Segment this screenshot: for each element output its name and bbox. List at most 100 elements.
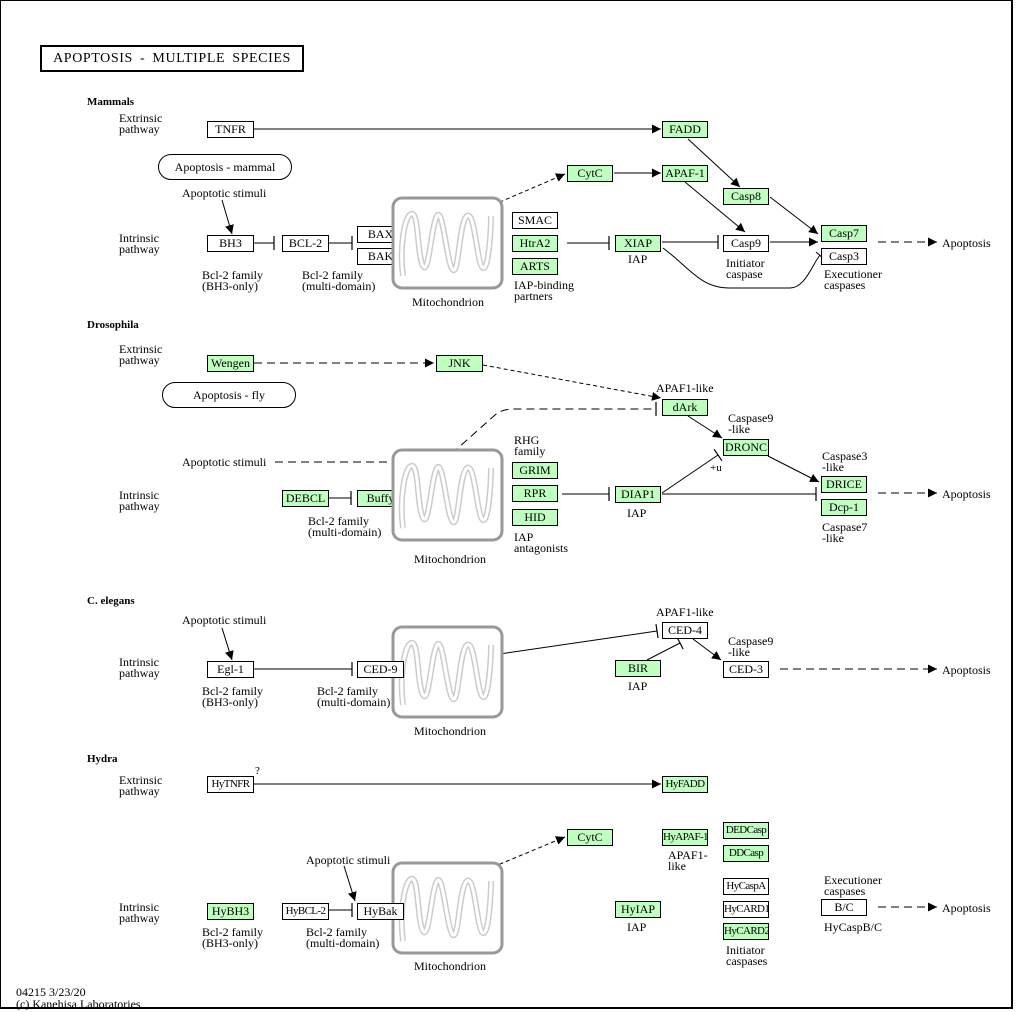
node-hyiap[interactable]: HyIAP bbox=[615, 901, 661, 918]
section-title-mammals: Mammals bbox=[87, 96, 135, 108]
node-cytc-hydra[interactable]: CytC bbox=[567, 829, 613, 846]
edge-fadd-casp8 bbox=[687, 138, 741, 188]
edge-bir-ced4 bbox=[646, 636, 684, 661]
node-hybcl2[interactable]: HyBCL-2 bbox=[282, 903, 329, 920]
node-debcl[interactable]: DEBCL bbox=[282, 490, 329, 507]
iap-label: IAP bbox=[627, 506, 647, 520]
node-dcp1[interactable]: Dcp-1 bbox=[821, 499, 867, 516]
caspase9-like-label: Caspase9 -like bbox=[728, 411, 774, 436]
iap-label: IAP bbox=[627, 920, 647, 934]
node-ddcasp[interactable]: DDCasp bbox=[723, 845, 769, 862]
extrinsic-pathway-label: Extrinsic pathway bbox=[119, 773, 163, 798]
node-hyfadd[interactable]: HyFADD bbox=[662, 776, 708, 793]
edge-stimuli-bh3 bbox=[221, 199, 234, 235]
node-smac[interactable]: SMAC bbox=[512, 212, 558, 229]
bcl2-multidomain-family-label: Bcl-2 family (multi-domain) bbox=[308, 514, 382, 539]
executioner-caspases-label: Executioner caspases bbox=[824, 873, 882, 898]
caspase9-like-label: Caspase9 -like bbox=[728, 634, 774, 659]
node-dedcasp[interactable]: DEDCasp bbox=[723, 822, 769, 839]
map-link-apoptosis-fly[interactable]: Apoptosis - fly bbox=[162, 382, 296, 408]
iap-binding-partners-label: IAP-binding partners bbox=[514, 278, 574, 303]
ubiquitination-label: +u bbox=[710, 462, 722, 474]
apaf1-like-label: APAF1-like bbox=[656, 381, 714, 395]
hycaspbc-label: HyCaspB/C bbox=[824, 920, 883, 934]
extrinsic-pathway-label: Extrinsic pathway bbox=[119, 342, 163, 367]
edge-jnk-dark bbox=[482, 364, 662, 401]
node-jnk[interactable]: JNK bbox=[436, 355, 483, 372]
node-diap1[interactable]: DIAP1 bbox=[615, 486, 661, 503]
node-hybak-overlay[interactable]: HyBak bbox=[357, 903, 404, 920]
node-bir[interactable]: BIR bbox=[615, 660, 661, 677]
node-hytnfr[interactable]: HyTNFR bbox=[207, 776, 254, 793]
apoptotic-stimuli-label: Apoptotic stimuli bbox=[306, 853, 391, 867]
section-title-celegans: C. elegans bbox=[87, 595, 135, 607]
node-hid[interactable]: HID bbox=[512, 509, 558, 526]
footer-credit: 04215 3/23/20 (c) Kanehisa Laboratories bbox=[16, 985, 141, 1011]
edge-buffy-dark bbox=[402, 402, 657, 498]
node-xiap[interactable]: XIAP bbox=[615, 235, 661, 252]
section-title-hydra: Hydra bbox=[87, 753, 118, 765]
iap-label: IAP bbox=[628, 252, 648, 266]
node-cytc[interactable]: CytC bbox=[567, 165, 613, 182]
node-dronc[interactable]: DRONC bbox=[723, 439, 769, 456]
node-hyapaf1[interactable]: HyAPAF-1 bbox=[662, 829, 708, 846]
node-hycard1[interactable]: HyCARD1 bbox=[723, 901, 769, 918]
node-hybh3[interactable]: HyBH3 bbox=[207, 903, 254, 920]
initiator-caspase-label: Initiator caspase bbox=[726, 256, 765, 281]
node-apaf1[interactable]: APAF-1 bbox=[662, 165, 708, 182]
node-arts[interactable]: ARTS bbox=[512, 258, 558, 275]
node-egl1[interactable]: Egl-1 bbox=[207, 661, 254, 678]
extrinsic-pathway-label: Extrinsic pathway bbox=[119, 111, 163, 136]
node-bc[interactable]: B/C bbox=[821, 899, 867, 916]
node-tnfr[interactable]: TNFR bbox=[207, 121, 254, 138]
caspase7-like-label: Caspase7 -like bbox=[822, 520, 868, 545]
intrinsic-pathway-label: Intrinsic pathway bbox=[119, 655, 160, 680]
node-hycard2[interactable]: HyCARD2 bbox=[723, 923, 769, 940]
apaf1-like-label: APAF1-like bbox=[656, 605, 714, 619]
node-ced3[interactable]: CED-3 bbox=[723, 661, 769, 678]
bcl2-bh3-family-label: Bcl-2 family (BH3-only) bbox=[202, 268, 263, 293]
mitochondrion-label: Mitochondrion bbox=[414, 959, 486, 973]
bcl2-bh3-family-label: Bcl-2 family (BH3-only) bbox=[202, 684, 263, 709]
edge-dark-dronc bbox=[687, 415, 723, 439]
node-dark[interactable]: dArk bbox=[662, 399, 708, 416]
node-bh3[interactable]: BH3 bbox=[207, 235, 254, 252]
node-fadd[interactable]: FADD bbox=[662, 121, 708, 138]
edge-apaf1-casp9 bbox=[684, 181, 746, 233]
edge-xiap-casp3 bbox=[662, 247, 821, 289]
edge-stimuli-hybak bbox=[343, 865, 357, 902]
mitochondrion-label: Mitochondrion bbox=[414, 724, 486, 738]
node-casp9[interactable]: Casp9 bbox=[723, 235, 769, 252]
node-casp3[interactable]: Casp3 bbox=[821, 248, 867, 265]
node-htra2[interactable]: HtrA2 bbox=[512, 235, 558, 252]
node-hycaspa[interactable]: HyCaspA bbox=[723, 878, 769, 895]
node-casp7[interactable]: Casp7 bbox=[821, 225, 867, 242]
intrinsic-pathway-label: Intrinsic pathway bbox=[119, 900, 160, 925]
bcl2-multidomain-family-label: Bcl-2 family (multi-domain) bbox=[317, 684, 391, 709]
node-ced4[interactable]: CED-4 bbox=[662, 622, 708, 639]
node-grim[interactable]: GRIM bbox=[512, 462, 558, 479]
mitochondrion-icon bbox=[391, 448, 504, 542]
intrinsic-pathway-label: Intrinsic pathway bbox=[119, 231, 160, 256]
edge-mito-cytc-hydra bbox=[492, 836, 566, 868]
node-bcl2[interactable]: BCL-2 bbox=[282, 235, 329, 252]
initiator-caspases-label: Initiator caspases bbox=[726, 943, 768, 968]
intrinsic-pathway-label: Intrinsic pathway bbox=[119, 488, 160, 513]
node-wengen[interactable]: Wengen bbox=[207, 355, 254, 372]
edge-ced4-ced3 bbox=[692, 638, 722, 661]
mitochondrion-label: Mitochondrion bbox=[414, 552, 486, 566]
edge-casp8-casp7 bbox=[769, 196, 819, 235]
apoptotic-stimuli-label: Apoptotic stimuli bbox=[182, 455, 267, 469]
node-ced9-overlay[interactable]: CED-9 bbox=[357, 661, 404, 678]
mitochondrion-label: Mitochondrion bbox=[412, 295, 484, 309]
bcl2-multidomain-family-label: Bcl-2 family (multi-domain) bbox=[302, 268, 376, 293]
node-casp8[interactable]: Casp8 bbox=[723, 188, 769, 205]
edge-mito-cytc bbox=[492, 173, 566, 206]
question-mark-label: ? bbox=[255, 765, 260, 777]
node-rpr[interactable]: RPR bbox=[512, 485, 558, 502]
mitochondrion-icon bbox=[391, 196, 504, 290]
bcl2-bh3-family-label: Bcl-2 family (BH3-only) bbox=[202, 925, 263, 950]
node-drice[interactable]: DRICE bbox=[821, 476, 867, 493]
map-link-apoptosis-mammal[interactable]: Apoptosis - mammal bbox=[158, 154, 292, 180]
